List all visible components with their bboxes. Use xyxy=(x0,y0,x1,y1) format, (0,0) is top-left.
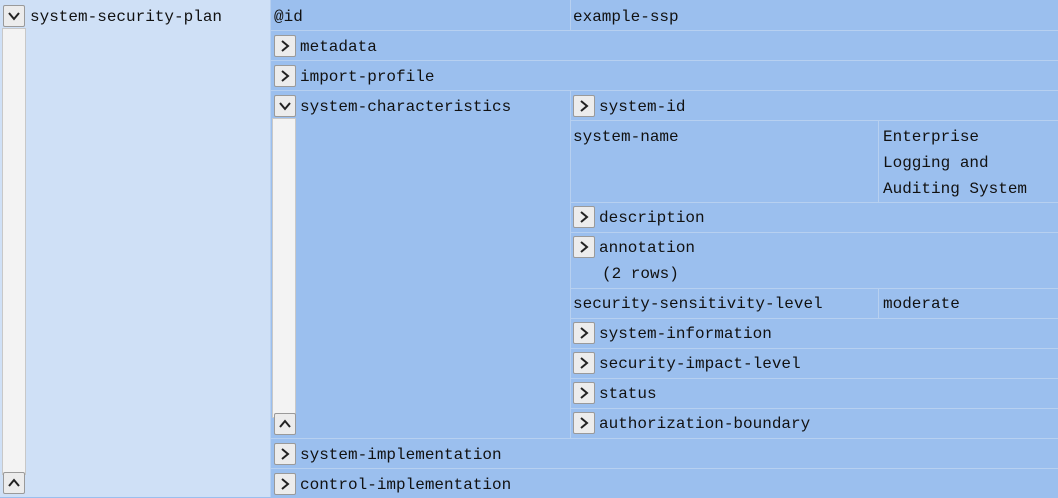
row-separator xyxy=(570,318,1058,319)
chevron-up-icon xyxy=(8,478,20,487)
row-separator xyxy=(570,348,1058,349)
row-separator xyxy=(270,438,1058,439)
annotation-row-count: (2 rows) xyxy=(602,265,679,283)
root-column xyxy=(0,0,270,497)
chevron-right-icon xyxy=(580,100,589,112)
expand-system-implementation-button[interactable] xyxy=(274,443,296,465)
chevron-right-icon xyxy=(580,417,589,429)
system-name-value-line: Enterprise xyxy=(883,128,980,146)
system-id-label: system-id xyxy=(599,98,686,116)
metadata-label: metadata xyxy=(300,38,377,56)
row-separator xyxy=(270,468,1058,469)
root-scroll-up-button[interactable] xyxy=(3,472,25,494)
expand-system-information-button[interactable] xyxy=(573,322,595,344)
import-profile-label: import-profile xyxy=(300,68,435,86)
annotation-label: annotation xyxy=(599,239,696,257)
chevron-right-icon xyxy=(580,241,589,253)
row-separator xyxy=(570,120,1058,121)
chevron-right-icon xyxy=(281,448,290,460)
control-implementation-label: control-implementation xyxy=(300,476,512,494)
chevron-right-icon xyxy=(580,327,589,339)
chevron-right-icon xyxy=(281,70,290,82)
chevron-down-icon xyxy=(8,12,20,21)
system-information-label: system-information xyxy=(599,325,772,343)
row-separator xyxy=(270,30,1058,31)
root-collapse-rail[interactable] xyxy=(2,28,26,475)
attr-id-key: @id xyxy=(274,8,303,26)
column-separator xyxy=(878,120,879,202)
system-characteristics-rail[interactable] xyxy=(272,118,296,418)
row-separator xyxy=(570,378,1058,379)
expand-annotation-button[interactable] xyxy=(573,236,595,258)
expand-status-button[interactable] xyxy=(573,382,595,404)
expand-description-button[interactable] xyxy=(573,206,595,228)
column-separator xyxy=(270,0,271,497)
row-separator xyxy=(270,90,1058,91)
row-separator xyxy=(570,408,1058,409)
system-name-value-line: Logging and xyxy=(883,154,989,172)
expand-metadata-button[interactable] xyxy=(274,35,296,57)
description-label: description xyxy=(599,209,705,227)
system-name-value-line: Auditing System xyxy=(883,180,1028,198)
column-separator xyxy=(878,288,879,318)
expand-system-id-button[interactable] xyxy=(573,95,595,117)
root-collapse-button[interactable] xyxy=(3,5,25,27)
chevron-right-icon xyxy=(580,211,589,223)
chevron-right-icon xyxy=(281,40,290,52)
chevron-right-icon xyxy=(580,357,589,369)
row-separator xyxy=(570,288,1058,289)
expand-security-impact-level-button[interactable] xyxy=(573,352,595,374)
chevron-right-icon xyxy=(281,478,290,490)
attr-id-value: example-ssp xyxy=(573,8,679,26)
chevron-up-icon xyxy=(279,419,291,428)
system-characteristics-scroll-up-button[interactable] xyxy=(274,413,296,435)
expand-control-implementation-button[interactable] xyxy=(274,473,296,495)
security-sensitivity-level-key: security-sensitivity-level xyxy=(573,295,823,313)
column-separator xyxy=(570,90,571,438)
collapse-system-characteristics-button[interactable] xyxy=(274,95,296,117)
system-characteristics-label: system-characteristics xyxy=(300,98,512,116)
status-label: status xyxy=(599,385,657,403)
chevron-down-icon xyxy=(279,102,291,111)
root-label: system-security-plan xyxy=(30,8,223,26)
system-name-key: system-name xyxy=(573,128,679,146)
security-sensitivity-level-value: moderate xyxy=(883,295,960,313)
row-separator xyxy=(570,202,1058,203)
security-impact-level-label: security-impact-level xyxy=(599,355,801,373)
column-separator xyxy=(570,0,571,30)
row-separator xyxy=(270,60,1058,61)
expand-authorization-boundary-button[interactable] xyxy=(573,412,595,434)
system-implementation-label: system-implementation xyxy=(300,446,502,464)
authorization-boundary-label: authorization-boundary xyxy=(599,415,811,433)
chevron-right-icon xyxy=(580,387,589,399)
row-separator xyxy=(570,232,1058,233)
expand-import-profile-button[interactable] xyxy=(274,65,296,87)
